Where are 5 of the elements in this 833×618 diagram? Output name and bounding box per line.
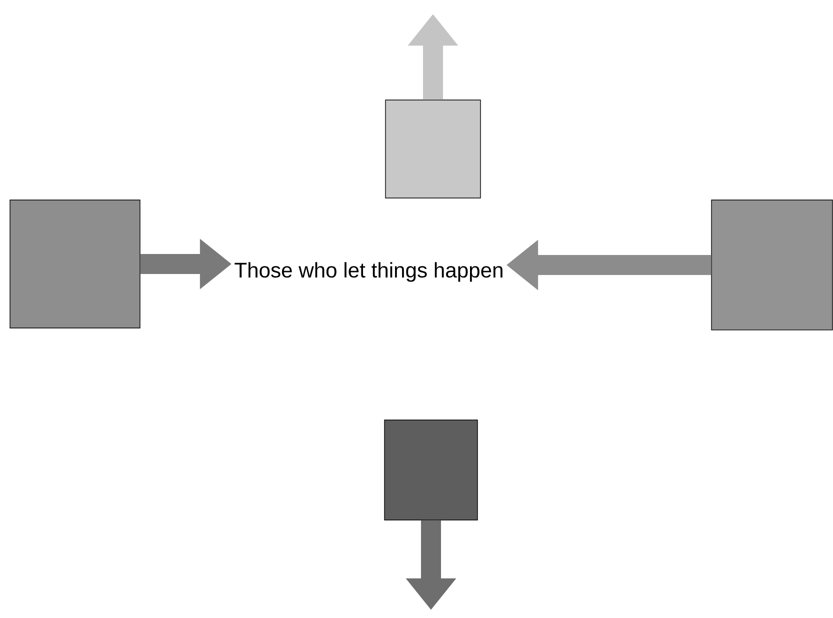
shaded-square — [385, 100, 481, 198]
shaded-square — [10, 200, 140, 328]
shaded-square — [711, 200, 833, 330]
shaded-square — [384, 420, 478, 520]
caption-text: Those who let things happen — [234, 262, 502, 282]
